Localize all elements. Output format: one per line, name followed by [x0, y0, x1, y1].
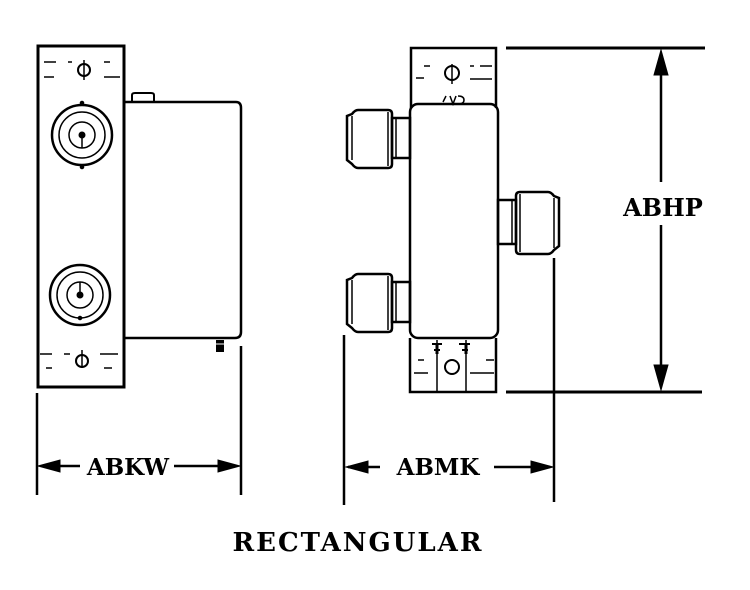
side-flange: [36, 44, 126, 389]
dimension-abkw: [35, 346, 243, 495]
connector-top-face: [50, 100, 114, 170]
top-tab: [131, 92, 155, 102]
side-view: [36, 44, 243, 389]
label-abkw: ABKW: [86, 454, 170, 481]
arrow-left-icon: [344, 460, 369, 474]
diagram-title: RECTANGULAR: [233, 528, 484, 558]
connector-bottom-face: [48, 263, 112, 327]
front-view: [345, 46, 561, 394]
arrow-right-icon: [217, 459, 242, 473]
dimension-abhp: [506, 46, 705, 394]
front-top-mount-hole: [416, 64, 492, 84]
front-flange-top: [409, 46, 498, 108]
connector-right: [496, 190, 561, 256]
connector-lower-left: [345, 272, 412, 334]
label-abhp: ABHP: [622, 193, 703, 222]
label-abmk: ABMK: [396, 454, 481, 481]
bottom-mount-hole: [40, 350, 118, 369]
front-flange-bottom: [408, 338, 498, 394]
side-body: [124, 100, 243, 340]
dimension-abmk: [342, 258, 556, 505]
arrow-up-icon: [653, 48, 669, 76]
connector-upper-left: [345, 108, 412, 170]
arrow-left-icon: [36, 459, 61, 473]
front-bottom-mount-hole: [414, 340, 494, 392]
top-mount-hole: [44, 60, 120, 80]
arrow-right-icon: [530, 460, 555, 474]
arrow-down-icon: [653, 364, 669, 392]
front-body: [408, 102, 500, 340]
screw-icon: [214, 340, 226, 352]
